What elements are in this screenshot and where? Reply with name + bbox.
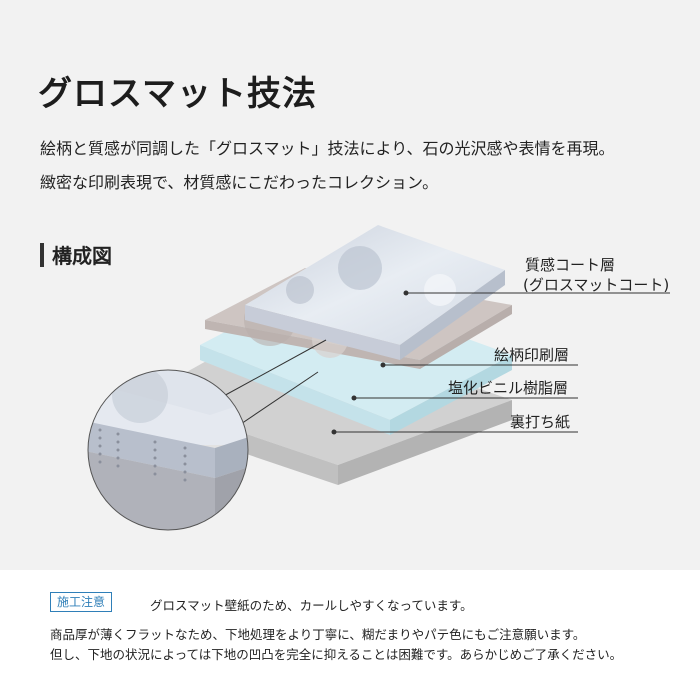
section-heading-text: 構成図 [52,244,112,268]
section-heading: 構成図 [40,240,112,269]
label-backing: 裏打ち紙 [510,413,571,431]
coat-texture-c [286,276,314,304]
backing-side-right [338,400,512,485]
lead-line-2: 緻密な印刷表現で、材質感にこだわったコレクション。 [40,173,439,192]
notice-panel [0,570,700,700]
lead-text: 絵柄と質感が同調した「グロスマット」技法により、石の光沢感や表情を再現。 緻密な… [40,132,615,200]
coat-texture-a [338,246,382,290]
print-side-right [420,305,512,369]
zoom-circle-border [87,369,249,531]
leader-lines [331,290,670,435]
label-print: 絵柄印刷層 [494,346,570,364]
coat-top [245,225,505,345]
notice-line-3: 但し、下地の状況によっては下地の凹凸を完全に抑えることは困難です。あらかじめご了… [50,647,623,662]
zoom-line-lower [231,371,319,431]
coat-texture-b [424,274,456,306]
notice-line-2: 商品厚が薄くフラットなため、下地処理をより丁寧に、糊だまりやパテ色にもご注意願い… [50,627,586,642]
page-title: グロスマット技法 [38,74,317,114]
label-pvc: 塩化ビニル樹脂層 [448,379,569,397]
leader-coat-dot [403,290,409,296]
label-coat-sub: (グロスマットコート) [523,276,670,294]
leader-backing-dot [331,429,337,435]
notice-line-1: グロスマット壁紙のため、カールしやすくなっています。 [150,598,473,613]
leader-print-dot [380,362,386,368]
leader-pvc-dot [351,395,357,401]
coat-side-left [245,305,400,360]
lead-line-1: 絵柄と質感が同調した「グロスマット」技法により、石の光沢感や表情を再現。 [40,139,615,158]
zoom-line-upper [219,339,327,399]
label-coat: 質感コート層 [525,256,616,274]
pvc-side-right [390,355,512,435]
section-marker [40,242,44,267]
notice-badge: 施工注意 [50,592,113,612]
pvc-side-left [200,345,390,435]
